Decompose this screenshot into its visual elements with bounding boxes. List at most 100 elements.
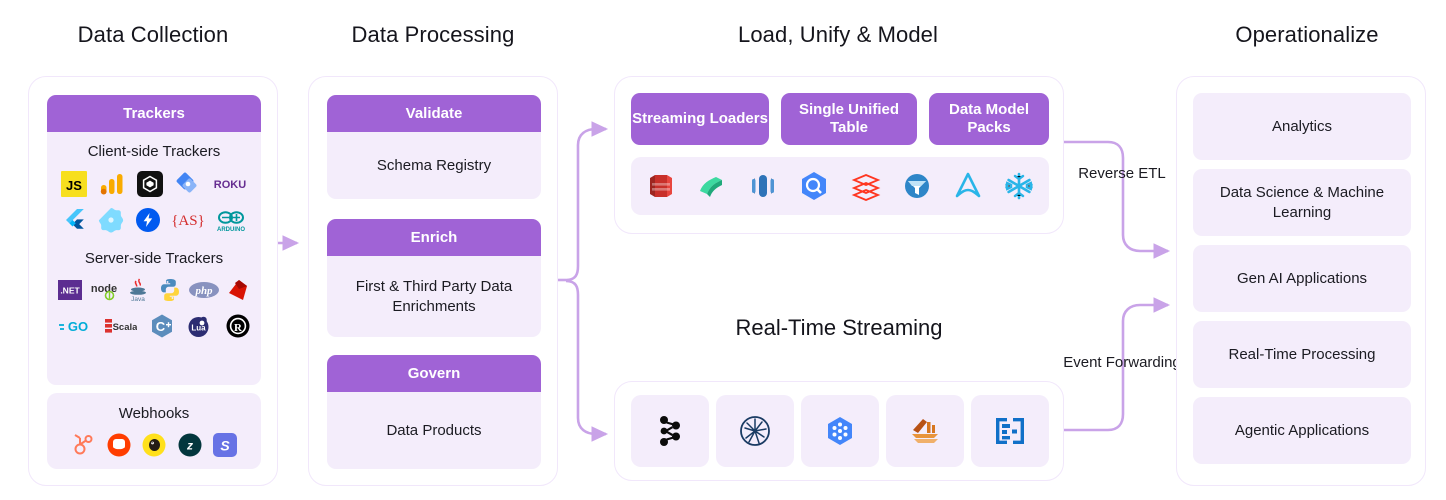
zendesk-icon: z [178,433,202,457]
column-title-load-unify-model: Load, Unify & Model [737,22,938,47]
client-tracker-icons-row-2: {AS} ARDUINO [61,207,247,233]
arrow-reverse-etl [1064,140,1171,259]
panel-data-collection: Trackers Client-side Trackers JS ROKU [28,76,278,486]
google-tag-manager-icon [175,171,201,197]
nodejs-icon: node [88,277,120,303]
apache-pulsar-icon [736,412,774,450]
svg-text:php: php [194,285,213,297]
unity-icon [137,171,163,197]
golang-icon: GO [57,313,91,339]
svg-text:Scala: Scala [113,322,137,333]
svg-text:Java: Java [132,296,146,303]
apache-kafka-icon-tile [631,395,709,467]
rust-icon: R [225,313,251,339]
aws-kinesis-icon [906,412,944,450]
reverse-etl-label: Reverse ETL [1072,165,1172,184]
client-side-trackers-label: Client-side Trackers [87,143,221,160]
server-tracker-icons-row-1: .NET node Java php [57,277,251,303]
arduino-icon: ARDUINO [215,207,247,233]
svg-text:C: C [156,319,166,334]
svg-text:S: S [220,438,230,454]
govern-body: Data Products [327,392,541,469]
server-tracker-icons-row-2: GO Scala C Lua R [57,313,251,339]
panel-data-processing: Validate Schema Registry Enrich First & … [308,76,558,486]
enrich-header: Enrich [327,219,541,256]
webhook-icons-row: z S [71,433,237,457]
pill-streaming-loaders[interactable]: Streaming Loaders [631,93,769,145]
warehouse-icons-strip [631,157,1049,215]
apache-kafka-icon [651,412,689,450]
stripe-icon: S [213,433,237,457]
panel-load-unify-model: Streaming Loaders Single Unified Table D… [614,76,1064,234]
arrow-processing-fork [558,121,609,442]
google-bigquery-icon [797,169,831,203]
amazon-redshift-cluster-icon [746,169,780,203]
amazon-eventbridge-icon [991,412,1029,450]
google-analytics-icon [99,171,125,197]
validate-header: Validate [327,95,541,132]
svg-text:GO: GO [68,319,88,334]
govern-header: Govern [327,355,541,392]
intercom-icon [107,433,131,457]
panel-operationalize: Analytics Data Science & Machine Learnin… [1176,76,1426,486]
javascript-icon: JS [61,171,87,197]
operationalize-card-real-time-processing[interactable]: Real-Time Processing [1193,321,1411,388]
column-title-data-collection: Data Collection [77,22,229,47]
microsoft-fabric-icon [695,169,729,203]
react-native-icon [98,207,124,233]
hubspot-icon [71,433,95,457]
operationalize-card-analytics[interactable]: Analytics [1193,93,1411,160]
flutter-icon [61,207,87,233]
svg-text:.NET: .NET [60,286,80,296]
scala-icon: Scala [103,313,137,339]
amazon-eventbridge-icon-tile [971,395,1049,467]
pill-single-unified-table[interactable]: Single Unified Table [781,93,917,145]
aws-redshift-icon [644,169,678,203]
google-pubsub-icon [821,412,859,450]
apache-druid-icon [951,169,985,203]
panel-real-time-streaming [614,381,1064,481]
processing-step-govern: Govern Data Products [327,355,541,469]
trackers-header: Trackers [47,95,261,132]
pill-data-model-packs[interactable]: Data Model Packs [929,93,1049,145]
lua-icon: Lua [187,313,213,339]
validate-body: Schema Registry [327,132,541,199]
processing-step-enrich: Enrich First & Third Party Data Enrichme… [327,219,541,337]
google-pubsub-icon-tile [801,395,879,467]
operationalize-card-agentic-applications[interactable]: Agentic Applications [1193,397,1411,464]
event-forwarding-line-1: Event Forwarding [1063,354,1181,371]
webhooks-card: Webhooks z S [47,393,261,469]
cpp-icon: C [149,313,175,339]
enrich-body: First & Third Party Data Enrichments [327,256,541,337]
amp-icon [135,207,161,233]
webhooks-label: Webhooks [118,405,190,422]
svg-text:JS: JS [66,178,82,193]
svg-text:ROKU: ROKU [214,179,246,191]
php-icon: php [188,277,220,303]
svg-text:Lua: Lua [191,324,206,333]
databricks-icon [849,169,883,203]
column-title-operationalize: Operationalize [1235,22,1379,47]
apache-pulsar-icon-tile [716,395,794,467]
svg-text:{AS}: {AS} [172,213,204,229]
svg-text:ARDUINO: ARDUINO [217,227,245,233]
snowflake-icon [1002,169,1036,203]
event-forwarding-label: Event Forwarding [1062,354,1182,373]
actionscript-icon: {AS} [172,207,204,233]
server-side-trackers-label: Server-side Trackers [84,250,224,267]
processing-step-validate: Validate Schema Registry [327,95,541,199]
svg-text:z: z [186,439,193,453]
dotnet-icon: .NET [57,277,83,303]
ruby-icon [225,277,251,303]
operationalize-card-gen-ai-applications[interactable]: Gen AI Applications [1193,245,1411,312]
svg-text:R: R [234,322,243,334]
operationalize-card-data-science-ml[interactable]: Data Science & Machine Learning [1193,169,1411,236]
python-icon [157,277,183,303]
roku-icon: ROKU [213,171,247,197]
java-icon: Java [125,277,151,303]
real-time-streaming-title: Real-Time Streaming [735,315,943,340]
reverse-etl-line-1: Reverse ETL [1078,165,1166,182]
dremio-icon [900,169,934,203]
mailchimp-icon [142,433,166,457]
